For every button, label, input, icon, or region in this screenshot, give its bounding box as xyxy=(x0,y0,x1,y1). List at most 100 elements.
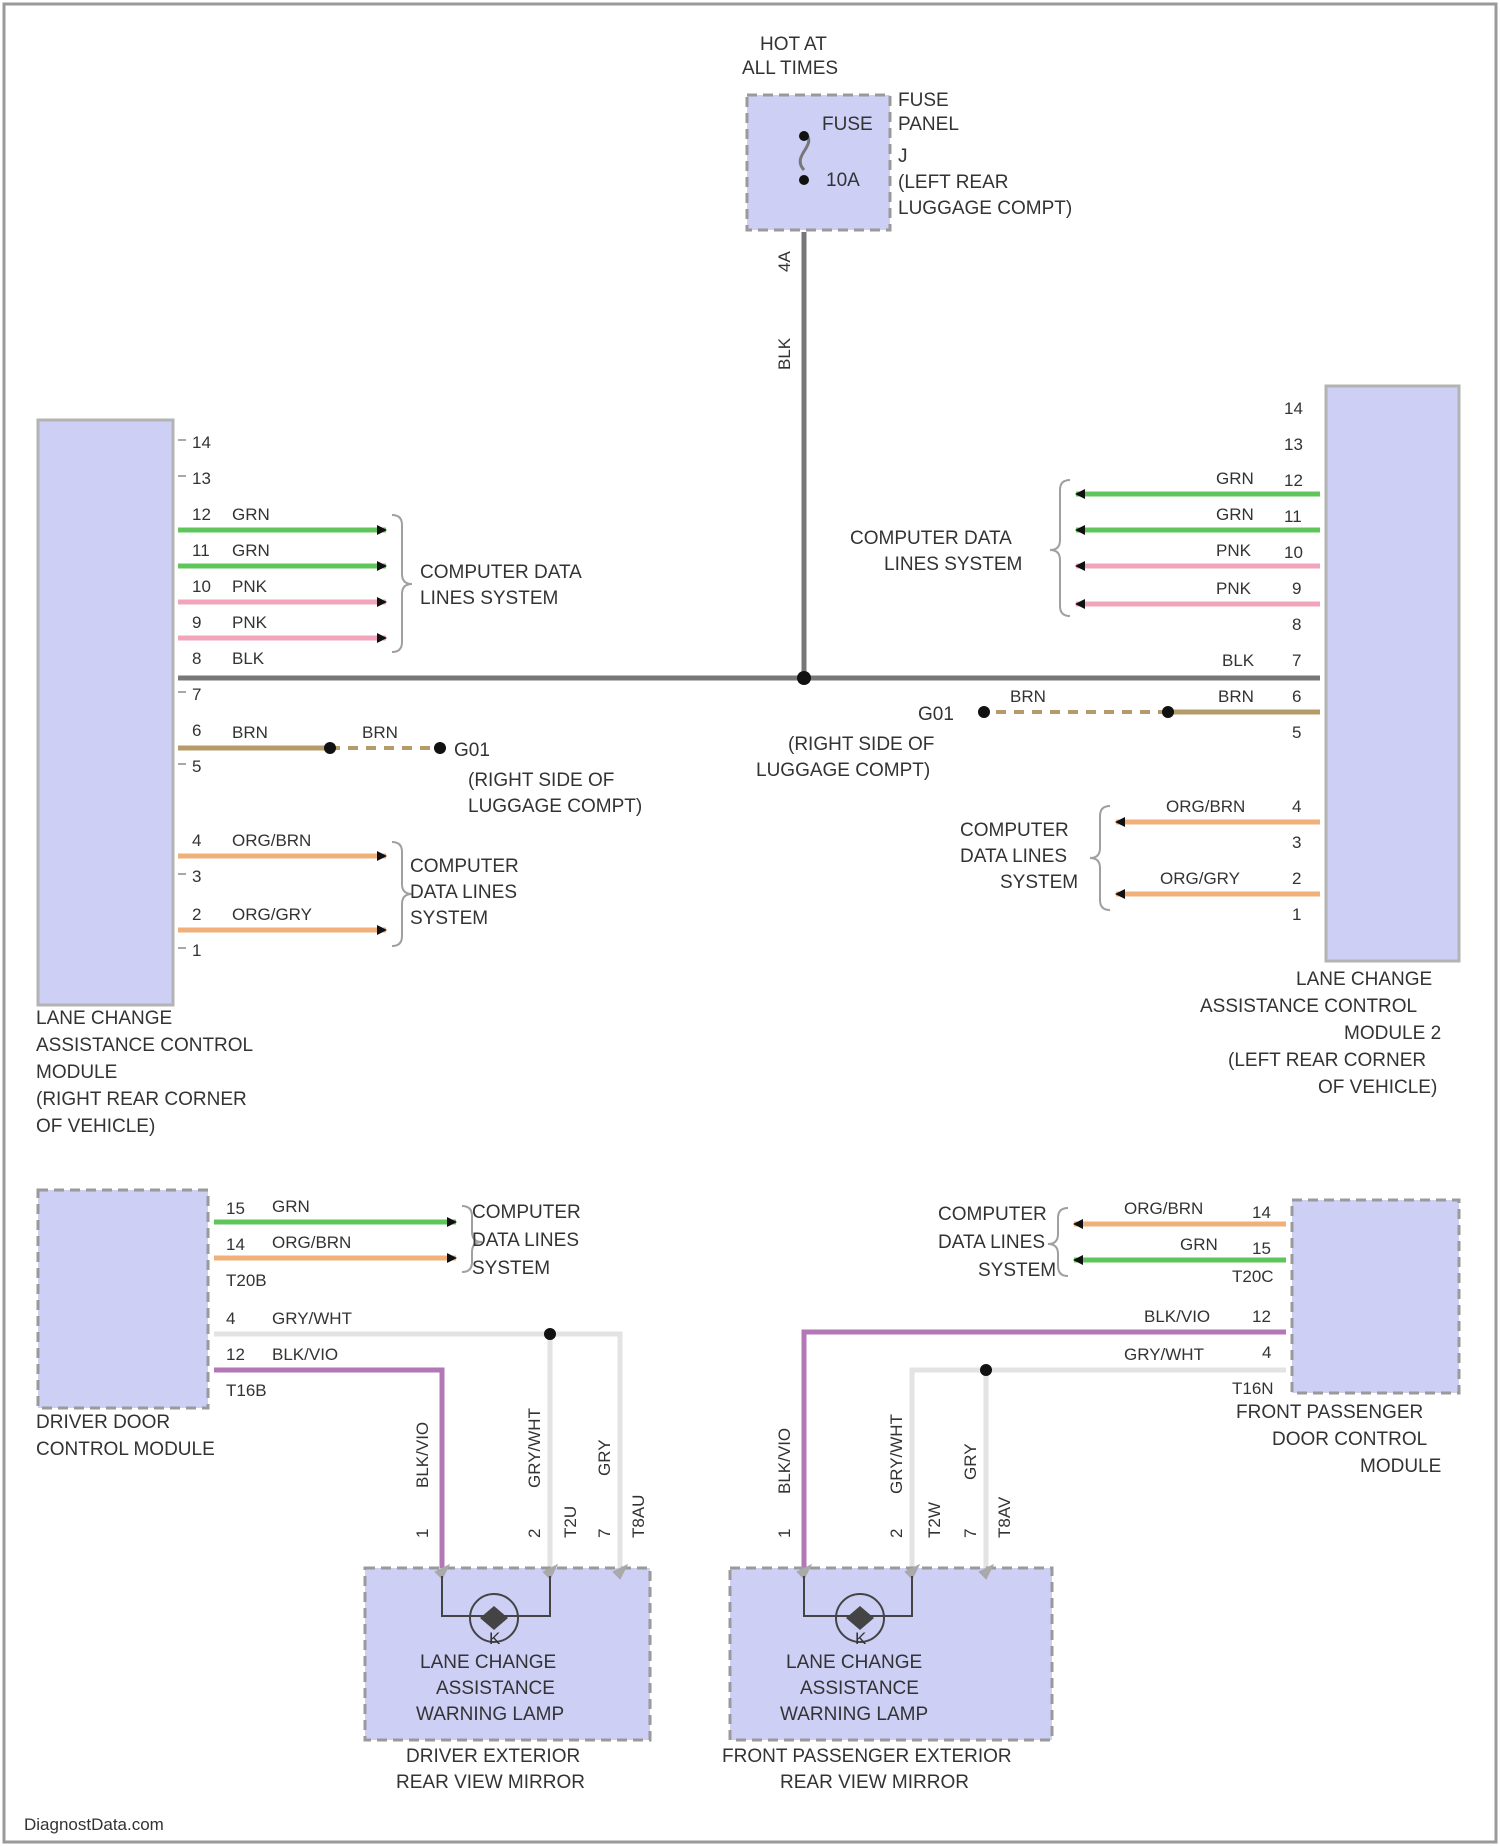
right-data-lines-1: COMPUTER DATA xyxy=(850,528,1012,549)
right-lamp-name-1: LANE CHANGE xyxy=(786,1652,922,1673)
right-lamp-pin-7: 7 xyxy=(961,1529,980,1538)
right-pin-3: 3 xyxy=(1292,833,1301,852)
left-module-name-1: LANE CHANGE xyxy=(36,1008,172,1029)
right-lamp-symbol: K xyxy=(855,1629,867,1648)
right-pin-10: 10 xyxy=(1284,543,1303,562)
right-pin-6: 6 xyxy=(1292,687,1301,706)
left-lamp-conn-t2u: T2U xyxy=(561,1506,580,1538)
right-pin-5: 5 xyxy=(1292,723,1301,742)
diagram-frame xyxy=(4,4,1496,1842)
driver-data-lines-3: SYSTEM xyxy=(472,1258,550,1279)
left-lbl-brn-6: BRN xyxy=(232,723,268,742)
left-warning-lamp: BLK/VIO GRY/WHT GRY 1 2 T2U 7 T8AU K LAN… xyxy=(365,1408,650,1793)
passenger-lbl-grn: GRN xyxy=(1180,1235,1218,1254)
right-pin-14: 14 xyxy=(1284,399,1303,418)
right-module-box xyxy=(1326,386,1459,961)
left-lamp-lbl-gry: GRY xyxy=(595,1439,614,1476)
left-data-lines-b1: COMPUTER xyxy=(410,856,519,877)
fuse-label: FUSE xyxy=(822,114,873,135)
passenger-data-lines-3: SYSTEM xyxy=(978,1260,1056,1281)
right-module-name-4: (LEFT REAR CORNER xyxy=(1228,1050,1426,1071)
right-lbl-pnk-10: PNK xyxy=(1216,541,1252,560)
driver-conn-a: T20B xyxy=(226,1271,267,1290)
right-module-name-2: ASSISTANCE CONTROL xyxy=(1200,996,1417,1017)
panel-text-2: PANEL xyxy=(898,114,959,135)
left-lamp-lbl-grywht: GRY/WHT xyxy=(525,1408,544,1488)
right-lbl-orgbrn-4: ORG/BRN xyxy=(1166,797,1245,816)
right-lbl-grn-11: GRN xyxy=(1216,505,1254,524)
driver-lbl-orgbrn: ORG/BRN xyxy=(272,1233,351,1252)
left-data-lines-2: LINES SYSTEM xyxy=(420,588,558,609)
right-pin-9: 9 xyxy=(1292,579,1301,598)
fuse-panel: HOT AT ALL TIMES FUSE 10A FUSE PANEL J (… xyxy=(742,34,1072,370)
right-ground-id: G01 xyxy=(918,704,954,725)
left-lbl-brn-6b: BRN xyxy=(362,723,398,742)
passenger-door-name-3: MODULE xyxy=(1360,1456,1441,1477)
panel-text-3: J xyxy=(898,146,908,167)
left-lamp-conn-t8au: T8AU xyxy=(629,1495,648,1538)
right-data-lines-2: LINES SYSTEM xyxy=(884,554,1022,575)
driver-pin-15: 15 xyxy=(226,1199,245,1218)
left-pin-14: 14 xyxy=(192,433,211,452)
right-mirror-2: REAR VIEW MIRROR xyxy=(780,1772,969,1793)
left-lamp-pin-2: 2 xyxy=(525,1529,544,1538)
left-lbl-orgbrn-4: ORG/BRN xyxy=(232,831,311,850)
left-lamp-name-3: WARNING LAMP xyxy=(416,1704,564,1725)
passenger-pin-12: 12 xyxy=(1252,1307,1271,1326)
fuse-wire-color: BLK xyxy=(775,337,794,370)
left-pin-3: 3 xyxy=(192,867,201,886)
passenger-door-name-2: DOOR CONTROL xyxy=(1272,1429,1427,1450)
right-pin-12: 12 xyxy=(1284,471,1303,490)
driver-door-box xyxy=(38,1190,208,1408)
passenger-data-lines-2: DATA LINES xyxy=(938,1232,1045,1253)
panel-text-1: FUSE xyxy=(898,90,949,111)
watermark: DiagnostData.com xyxy=(24,1815,164,1834)
left-lbl-grn-11: GRN xyxy=(232,541,270,560)
right-pin-2: 2 xyxy=(1292,869,1301,888)
right-data-lines-b1: COMPUTER xyxy=(960,820,1069,841)
right-lamp-lbl-grywht: GRY/WHT xyxy=(887,1414,906,1494)
left-module-name-3: MODULE xyxy=(36,1062,117,1083)
driver-data-lines-1: COMPUTER xyxy=(472,1202,581,1223)
fuse-pin: 4A xyxy=(775,251,794,272)
left-pin-13: 13 xyxy=(192,469,211,488)
driver-lbl-blkvio: BLK/VIO xyxy=(272,1345,338,1364)
left-pin-8: 8 xyxy=(192,649,201,668)
hot-label-1: HOT AT xyxy=(760,34,827,55)
passenger-lbl-blkvio: BLK/VIO xyxy=(1144,1307,1210,1326)
right-pin-4: 4 xyxy=(1292,797,1301,816)
driver-pin-4: 4 xyxy=(226,1309,235,1328)
right-pin-1: 1 xyxy=(1292,905,1301,924)
driver-lbl-grn: GRN xyxy=(272,1197,310,1216)
left-pin-10: 10 xyxy=(192,577,211,596)
passenger-conn-a: T20C xyxy=(1232,1267,1274,1286)
blk-splice xyxy=(797,671,811,685)
left-module-box xyxy=(38,420,173,1005)
left-lamp-name-1: LANE CHANGE xyxy=(420,1652,556,1673)
right-warning-lamp: BLK/VIO GRY/WHT GRY 1 2 T2W 7 T8AV K LAN… xyxy=(722,1414,1052,1793)
right-lamp-name-2: ASSISTANCE xyxy=(800,1678,919,1699)
driver-pin-12: 12 xyxy=(226,1345,245,1364)
left-control-module: LANE CHANGE ASSISTANCE CONTROL MODULE (R… xyxy=(36,420,642,1137)
left-pin-5: 5 xyxy=(192,757,201,776)
passenger-door-module: FRONT PASSENGER DOOR CONTROL MODULE 14 1… xyxy=(804,1199,1459,1570)
right-lamp-pin-1: 1 xyxy=(775,1529,794,1538)
driver-wire-vio xyxy=(214,1370,442,1570)
right-lbl-pnk-9: PNK xyxy=(1216,579,1252,598)
passenger-lbl-grywht: GRY/WHT xyxy=(1124,1345,1204,1364)
passenger-door-box xyxy=(1292,1200,1459,1393)
right-module-name-5: OF VEHICLE) xyxy=(1318,1077,1437,1098)
left-pin-6: 6 xyxy=(192,721,201,740)
left-ground-id: G01 xyxy=(454,740,490,761)
passenger-pin-4: 4 xyxy=(1262,1343,1271,1362)
left-pin-9: 9 xyxy=(192,613,201,632)
right-mirror-1: FRONT PASSENGER EXTERIOR xyxy=(722,1746,1012,1767)
left-lbl-pnk-10: PNK xyxy=(232,577,268,596)
left-lbl-blk-8: BLK xyxy=(232,649,265,668)
left-pin-12: 12 xyxy=(192,505,211,524)
right-lbl-blk-7: BLK xyxy=(1222,651,1255,670)
passenger-door-name-1: FRONT PASSENGER xyxy=(1236,1402,1423,1423)
right-module-name-3: MODULE 2 xyxy=(1344,1023,1441,1044)
passenger-pin-15: 15 xyxy=(1252,1239,1271,1258)
